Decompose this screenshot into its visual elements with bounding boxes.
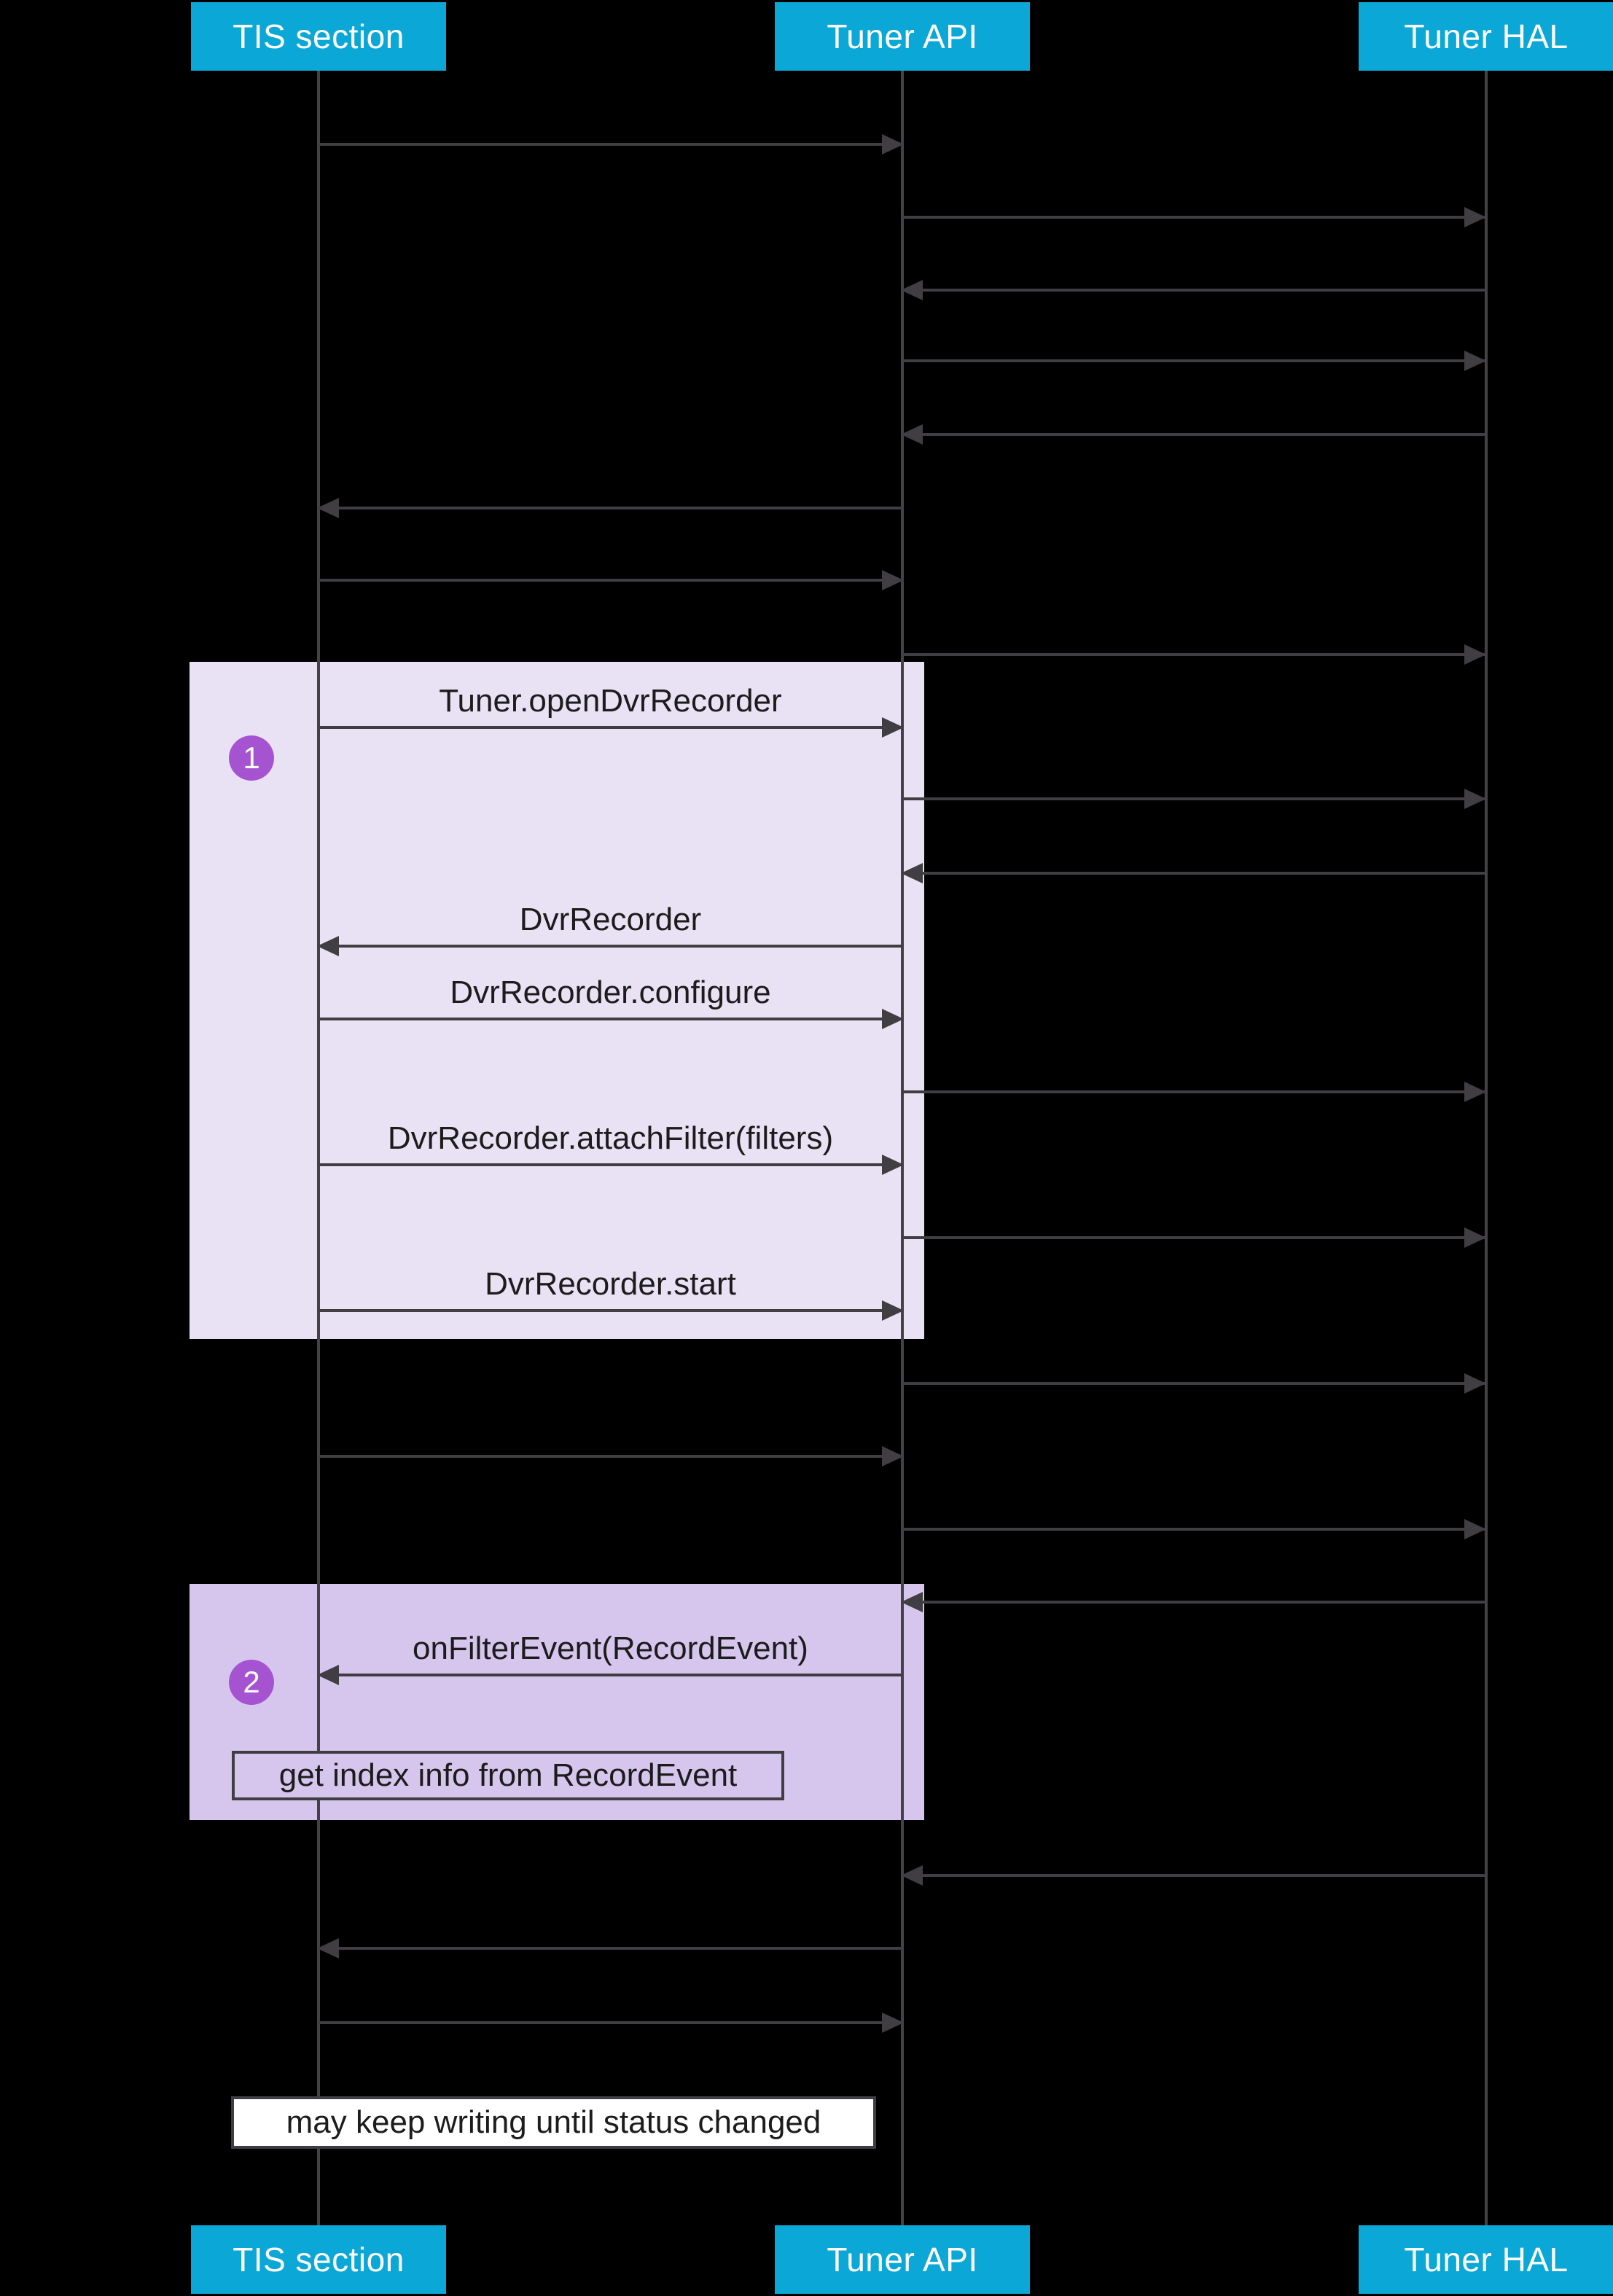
message-arrow — [317, 936, 902, 956]
message-arrow — [902, 1373, 1486, 1394]
step-1-badge: 1 — [229, 735, 274, 781]
note-keep-writing: may keep writing until status changed — [231, 2096, 876, 2149]
step-2-number: 2 — [243, 1665, 260, 1699]
note-get-index-info: get index info from RecordEvent — [232, 1751, 784, 1800]
message-arrow — [319, 1446, 904, 1467]
arrowhead-icon — [882, 1009, 904, 1029]
participant-tuner-api-top: Tuner API — [775, 2, 1030, 71]
arrowhead-icon — [317, 936, 339, 956]
arrowhead-icon — [1464, 789, 1486, 809]
arrowhead-icon — [882, 1300, 904, 1321]
arrowhead-icon — [901, 280, 923, 300]
message-arrow — [902, 207, 1486, 227]
message-arrow — [319, 1300, 904, 1321]
lifeline-tuner-hal — [1485, 71, 1488, 2225]
participant-tuner-api-bottom: Tuner API — [775, 2225, 1030, 2294]
arrowhead-icon — [882, 570, 904, 590]
arrowhead-icon — [1464, 1082, 1486, 1102]
message-arrow — [317, 1938, 902, 1959]
step-1-number: 1 — [243, 741, 260, 775]
arrowhead-icon — [1464, 1227, 1486, 1248]
message-arrow — [902, 644, 1486, 665]
participant-tuner-hal-top: Tuner HAL — [1359, 2, 1613, 71]
message-label: DvrRecorder — [519, 902, 702, 937]
arrowhead-icon — [1464, 1519, 1486, 1539]
arrowhead-icon — [317, 1938, 339, 1959]
message-arrow — [319, 717, 904, 738]
arrowhead-icon — [1464, 207, 1486, 227]
message-arrow — [901, 1592, 1485, 1612]
participant-label: Tuner API — [827, 2241, 978, 2279]
arrowhead-icon — [1464, 1373, 1486, 1394]
participant-tuner-hal-bottom: Tuner HAL — [1359, 2225, 1613, 2294]
arrowhead-icon — [882, 134, 904, 155]
arrowhead-icon — [882, 1446, 904, 1467]
note-text: may keep writing until status changed — [286, 2104, 821, 2140]
message-arrow — [902, 1082, 1486, 1102]
message-arrow — [902, 1519, 1486, 1539]
participant-tis-top: TIS section — [191, 2, 446, 71]
message-arrow — [317, 1665, 902, 1685]
message-arrow — [319, 2012, 904, 2033]
arrowhead-icon — [882, 2012, 904, 2033]
step-2-badge: 2 — [229, 1660, 274, 1705]
message-label: Tuner.openDvrRecorder — [439, 683, 782, 719]
message-arrow — [319, 134, 904, 155]
arrowhead-icon — [901, 424, 923, 445]
arrowhead-icon — [317, 498, 339, 518]
message-label: onFilterEvent(RecordEvent) — [413, 1631, 808, 1666]
arrowhead-icon — [882, 1155, 904, 1175]
message-label: DvrRecorder.configure — [450, 975, 771, 1010]
arrowhead-icon — [901, 1865, 923, 1886]
note-text: get index info from RecordEvent — [278, 1757, 738, 1793]
message-arrow — [319, 570, 904, 590]
participant-tis-bottom: TIS section — [191, 2225, 446, 2294]
arrowhead-icon — [901, 863, 923, 883]
message-arrow — [901, 863, 1485, 883]
message-arrow — [901, 1865, 1485, 1886]
participant-label: TIS section — [233, 17, 405, 55]
participant-label: Tuner API — [827, 17, 978, 55]
message-arrow — [902, 1227, 1486, 1248]
participant-label: Tuner HAL — [1404, 2241, 1569, 2279]
arrowhead-icon — [882, 717, 904, 738]
message-arrow — [901, 280, 1485, 300]
message-arrow — [901, 424, 1485, 445]
lifeline-tuner-api — [901, 71, 904, 2225]
arrowhead-icon — [1464, 644, 1486, 665]
arrowhead-icon — [317, 1665, 339, 1685]
message-arrow — [902, 351, 1486, 371]
message-label: DvrRecorder.attachFilter(filters) — [387, 1120, 834, 1156]
participant-label: TIS section — [233, 2241, 405, 2279]
message-arrow — [902, 789, 1486, 809]
lifeline-tis — [317, 71, 320, 2225]
group-1-highlight — [190, 662, 924, 1339]
message-arrow — [319, 1009, 904, 1029]
arrowhead-icon — [1464, 351, 1486, 371]
message-arrow — [319, 1155, 904, 1175]
arrowhead-icon — [901, 1592, 923, 1612]
message-arrow — [317, 498, 902, 518]
message-label: DvrRecorder.start — [485, 1266, 736, 1302]
participant-label: Tuner HAL — [1404, 17, 1569, 55]
